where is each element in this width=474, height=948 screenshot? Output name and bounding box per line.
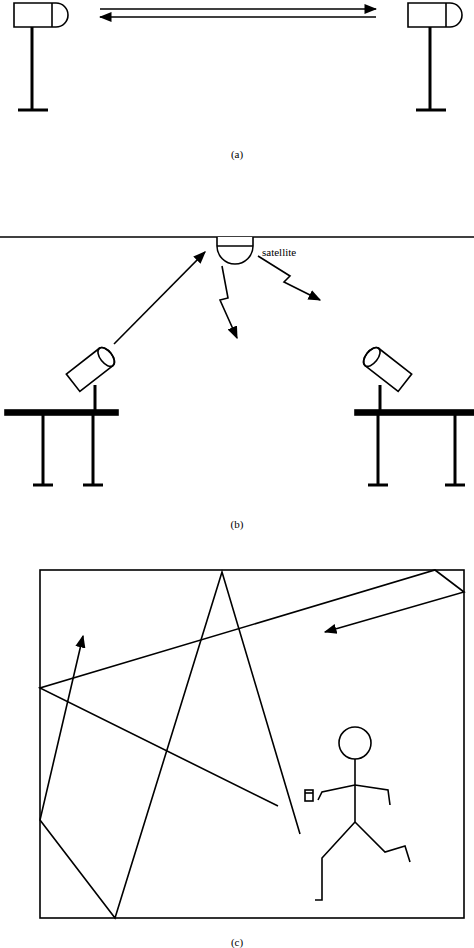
reflected-ray xyxy=(40,570,464,806)
transceiver-unit xyxy=(408,3,462,110)
table xyxy=(5,410,118,485)
downlink-arrow xyxy=(258,256,320,300)
transceiver-unit xyxy=(66,345,117,410)
transceiver-unit xyxy=(360,345,411,410)
person-figure xyxy=(305,727,410,900)
part-label: satellite xyxy=(262,246,296,258)
signal-arrow xyxy=(100,16,376,18)
downlink-arrow xyxy=(220,266,237,338)
panel-label: (b) xyxy=(231,518,244,530)
transceiver-unit xyxy=(14,3,68,110)
table xyxy=(355,410,474,485)
mobile-unit xyxy=(305,790,313,801)
panel-label: (a) xyxy=(231,148,243,160)
panel-label: (c) xyxy=(231,936,243,948)
signal-arrow xyxy=(100,8,376,10)
room-outline xyxy=(40,570,464,918)
reflected-ray xyxy=(40,572,300,918)
satellite-unit xyxy=(217,237,253,264)
uplink-arrow xyxy=(114,252,205,344)
